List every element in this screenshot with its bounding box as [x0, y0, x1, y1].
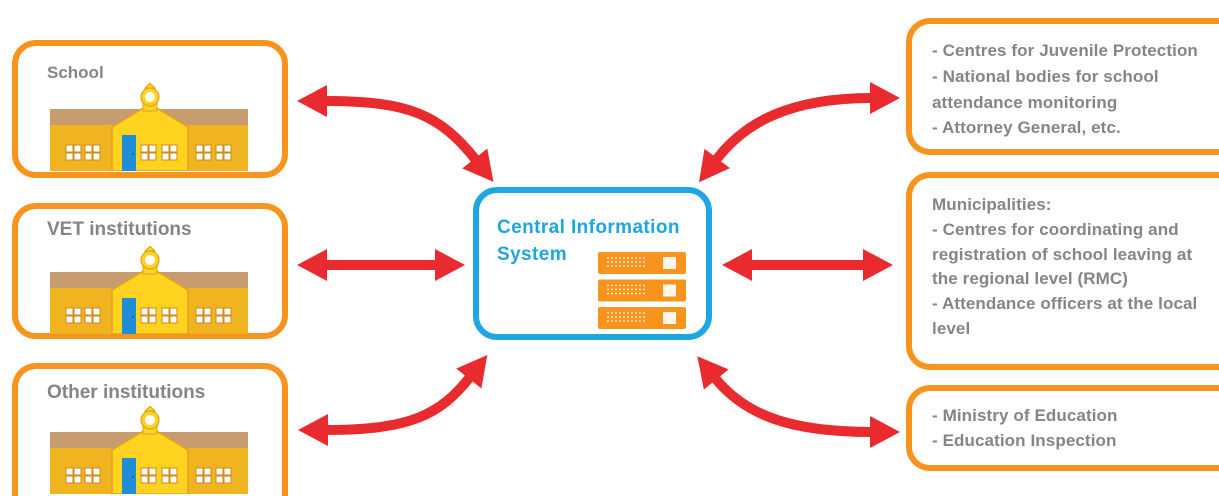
node-text-line: - Centres for Juvenile Protection — [932, 41, 1198, 60]
node-school: School — [12, 40, 288, 178]
node-text-line: - National bodies for school — [932, 66, 1159, 86]
school-building-icon — [50, 246, 248, 334]
arrow-school-central — [297, 85, 494, 182]
node-ministry-of-education: - Ministry of Education - Education Insp… — [906, 385, 1219, 471]
node-text-line: - Centres for coordinating and — [932, 219, 1179, 239]
node-text-line: - Ministry of Education — [932, 406, 1118, 425]
node-text-line: - Education Inspection — [932, 431, 1117, 450]
node-vet-institutions: VET institutions — [12, 203, 288, 339]
arrow-central-ministry — [697, 356, 900, 448]
node-text-line: - Attendance officers at the local — [932, 294, 1198, 314]
node-other-institutions: Other institutions — [12, 363, 288, 496]
node-label: School — [47, 63, 104, 82]
node-text-line: attendance monitoring — [932, 92, 1118, 112]
node-text-line: Municipalities: — [932, 195, 1052, 214]
central-title: Central Information System — [497, 214, 680, 268]
node-label: VET institutions — [47, 219, 192, 240]
node-juvenile-protection: - Centres for Juvenile Protection - Nati… — [906, 18, 1219, 155]
node-text-line: - Attorney General, etc. — [932, 118, 1121, 138]
node-text-line: registration of school leaving at — [932, 244, 1193, 264]
school-building-icon — [50, 406, 248, 494]
node-text-line: level — [932, 318, 971, 338]
node-central-information-system: Central Information System — [473, 187, 712, 340]
node-municipalities: Municipalities: - Centres for coordinati… — [906, 172, 1219, 370]
central-title-line: Central Information — [497, 217, 680, 238]
arrow-central-juvenile — [699, 82, 900, 183]
server-unit — [598, 307, 686, 329]
node-text-line: the regional level (RMC) — [932, 269, 1129, 289]
server-unit — [598, 279, 686, 302]
node-label: Other institutions — [47, 382, 206, 403]
central-title-line: System — [497, 244, 567, 265]
arrow-other-central — [298, 355, 488, 446]
server-unit — [598, 252, 686, 274]
server-icon — [598, 252, 686, 329]
school-building-icon — [50, 83, 248, 171]
